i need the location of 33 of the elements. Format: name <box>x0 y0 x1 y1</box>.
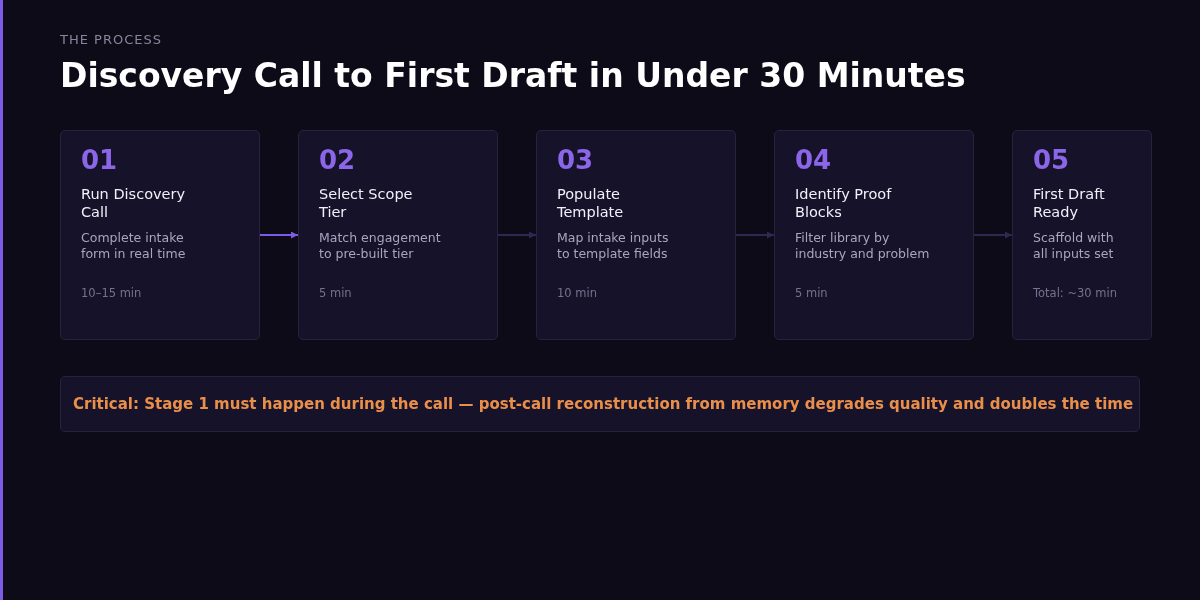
arrow <box>497 231 537 239</box>
step-card <box>536 130 736 340</box>
step-title: First Draft Ready <box>1033 185 1106 221</box>
step-number: 03 <box>557 145 595 175</box>
arrow <box>259 231 299 239</box>
duration: 10 min <box>557 286 597 300</box>
duration: 10–15 min <box>81 286 142 300</box>
step-description: Complete intake form in real time <box>81 230 187 262</box>
callout-text: Critical: Stage 1 must happen during the call — post-call reconstruction from memory degrades quality and doubles the time <box>73 395 1134 413</box>
arrow <box>973 231 1013 239</box>
duration: Total: ~30 min <box>1033 286 1117 300</box>
step-card <box>298 130 498 340</box>
step-title: Select Scope Tier <box>319 185 414 221</box>
step-description: Scaffold with all inputs set <box>1033 230 1115 262</box>
step-number: 05 <box>1033 145 1071 175</box>
title: Discovery Call to First Draft in Under 30 Minutes <box>60 56 966 95</box>
step-description: Map intake inputs to template fields <box>557 230 670 262</box>
arrow <box>735 231 775 239</box>
step-card <box>60 130 260 340</box>
step-title: Run Discovery Call <box>81 185 187 221</box>
step-title: Populate Template <box>557 185 625 221</box>
step-number: 02 <box>319 145 357 175</box>
step-number: 01 <box>81 145 119 175</box>
step-card <box>774 130 974 340</box>
step-card <box>1012 130 1152 340</box>
duration: 5 min <box>795 286 828 300</box>
callout-box <box>60 376 1140 432</box>
duration: 5 min <box>319 286 352 300</box>
section-label: THE PROCESS <box>60 32 162 47</box>
step-description: Filter library by industry and problem <box>795 230 931 262</box>
step-description: Match engagement to pre-built tier <box>319 230 442 262</box>
step-title: Identify Proof Blocks <box>795 185 893 221</box>
step-number: 04 <box>795 145 833 175</box>
